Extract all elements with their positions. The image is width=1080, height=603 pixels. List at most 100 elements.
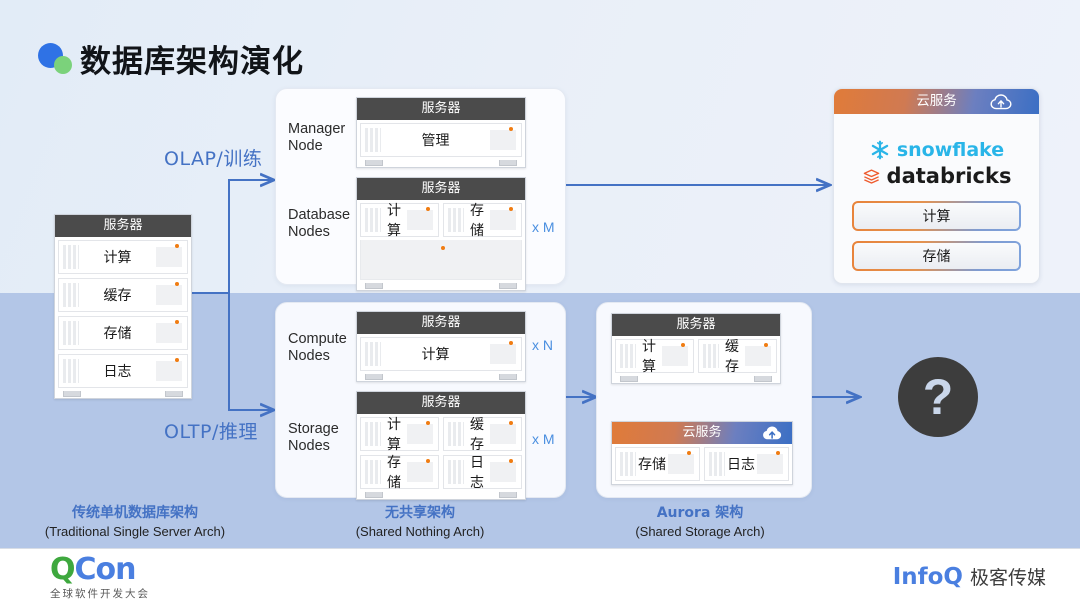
caption-traditional: 传统单机数据库架构 (Traditional Single Server Arc… xyxy=(20,504,250,541)
slot-compute[interactable]: 计算 xyxy=(360,417,439,453)
cloud-button-storage[interactable]: 存储 xyxy=(852,241,1021,271)
server-feet xyxy=(357,374,525,381)
cloud-button-compute[interactable]: 计算 xyxy=(852,201,1021,231)
node-label-line1: Compute xyxy=(288,331,347,347)
slot-label: 存储 xyxy=(638,457,666,473)
slot-cache[interactable]: 缓存 xyxy=(58,278,188,312)
rack-bars-icon xyxy=(448,460,464,484)
server-body: 计算 存储 xyxy=(357,200,525,240)
slot-compute[interactable]: 计算 xyxy=(58,240,188,274)
slot-label: 计算 xyxy=(642,339,656,375)
server-foot-right xyxy=(165,391,183,397)
status-dot-icon xyxy=(175,320,179,324)
flow-label-olap: OLAP/训练 xyxy=(164,148,263,170)
cloud-service-card: 云服务 snowflake xyxy=(833,88,1040,284)
slot-cache[interactable]: 缓存 xyxy=(443,417,522,453)
status-dot-icon xyxy=(426,207,430,211)
slot-storage[interactable]: 存储 xyxy=(615,447,700,481)
slot-label: 计算 xyxy=(103,250,132,266)
caption-en: (Shared Nothing Arch) xyxy=(355,524,485,539)
server-header: 服务器 xyxy=(357,98,525,120)
slot-label: 日志 xyxy=(103,364,132,380)
server-header: 服务器 xyxy=(55,215,191,237)
server-body: 计算 缓存 xyxy=(612,336,780,376)
server-foot-right xyxy=(499,283,517,289)
rack-bars-icon xyxy=(620,452,636,476)
slot-storage[interactable]: 存储 xyxy=(443,203,522,239)
rack-bars-icon xyxy=(63,359,79,383)
slot-log[interactable]: 日志 xyxy=(443,455,522,491)
server-foot-right xyxy=(499,492,517,498)
led-panel xyxy=(407,210,433,230)
server-header: 服务器 xyxy=(357,312,525,334)
multiplier-database-nodes: x M xyxy=(532,219,555,235)
storage-nodes-server[interactable]: 服务器 计算 缓存 xyxy=(356,391,526,500)
page-title: 数据库架构演化 xyxy=(80,44,304,80)
panel-shared-nothing-oltp: Compute Nodes Storage Nodes 服务器 计算 x N xyxy=(275,302,566,500)
slot-cache[interactable]: 缓存 xyxy=(698,339,777,375)
status-dot-icon xyxy=(509,127,513,131)
snowflake-icon xyxy=(871,140,889,160)
slot-compute[interactable]: 计算 xyxy=(360,337,522,371)
rack-bars-icon xyxy=(365,128,381,152)
slot-row: 存储 日志 xyxy=(615,447,789,481)
caption-cn: Aurora 架构 xyxy=(656,505,744,521)
aurora-cloud-storage[interactable]: 云服务 存储 日志 xyxy=(611,421,793,485)
slot-log[interactable]: 日志 xyxy=(58,354,188,388)
server-body: 计算 xyxy=(357,334,525,374)
status-dot-icon xyxy=(175,282,179,286)
server-feet xyxy=(55,391,191,398)
caption-cn: 无共享架构 xyxy=(385,505,455,521)
server-foot-right xyxy=(499,160,517,166)
logo-dot-green xyxy=(54,55,72,74)
slide-title-block: 数据库架构演化 xyxy=(38,36,304,81)
two-circles-icon xyxy=(38,41,80,77)
server-body: 计算 缓存 存储 xyxy=(357,414,525,492)
slot-label: 计算 xyxy=(387,417,401,453)
slot-compute[interactable]: 计算 xyxy=(360,203,439,239)
rack-bars-icon xyxy=(448,208,464,232)
server-feet xyxy=(612,376,780,383)
slot-log[interactable]: 日志 xyxy=(704,447,789,481)
slot-label: 计算 xyxy=(421,347,450,363)
aurora-compute-server[interactable]: 服务器 计算 缓存 xyxy=(611,313,781,384)
server-foot-left xyxy=(365,374,383,380)
slot-label: 日志 xyxy=(727,457,755,473)
slot-row: 计算 缓存 xyxy=(360,417,522,453)
node-label-line1: Storage xyxy=(288,421,339,437)
slot-label: 存储 xyxy=(387,455,401,491)
status-dot-icon xyxy=(509,341,513,345)
led-panel xyxy=(757,454,783,474)
manager-node-server[interactable]: 服务器 管理 xyxy=(356,97,526,168)
led-panel xyxy=(490,210,516,230)
traditional-server-box[interactable]: 服务器 计算 缓存 存储 日志 xyxy=(54,214,192,399)
multiplier-storage-nodes: x M xyxy=(532,431,555,447)
rack-bars-icon xyxy=(703,344,719,368)
panel-shared-nothing-olap: Manager Node Database Nodes 服务器 管理 xyxy=(275,88,566,291)
status-dot-icon xyxy=(426,421,430,425)
cloud-service-header: 云服务 xyxy=(834,89,1039,114)
slot-manage[interactable]: 管理 xyxy=(360,123,522,157)
status-dot-icon xyxy=(441,246,445,250)
slot-storage[interactable]: 存储 xyxy=(58,316,188,350)
server-foot-left xyxy=(365,492,383,498)
qcon-logo: QCon 全球软件开发大会 xyxy=(50,555,150,601)
led-panel xyxy=(156,323,182,343)
led-panel xyxy=(745,346,771,366)
slot-label: 日志 xyxy=(470,455,484,491)
compute-nodes-server[interactable]: 服务器 计算 xyxy=(356,311,526,382)
slot-storage[interactable]: 存储 xyxy=(360,455,439,491)
slot-row: 计算 存储 xyxy=(360,203,522,239)
node-label-line1: Manager xyxy=(288,121,346,137)
cloud-service-header: 云服务 xyxy=(612,422,792,444)
flow-label-oltp: OLTP/推理 xyxy=(164,421,258,443)
rack-bars-icon xyxy=(709,452,725,476)
status-dot-icon xyxy=(509,421,513,425)
slot-compute[interactable]: 计算 xyxy=(615,339,694,375)
status-dot-icon xyxy=(175,244,179,248)
rack-bars-icon xyxy=(63,245,79,269)
database-nodes-server[interactable]: 服务器 计算 存储 xyxy=(356,177,526,291)
rack-bars-icon xyxy=(63,321,79,345)
server-body: 计算 缓存 存储 日志 xyxy=(55,237,191,391)
caption-cn: 传统单机数据库架构 xyxy=(72,505,198,521)
